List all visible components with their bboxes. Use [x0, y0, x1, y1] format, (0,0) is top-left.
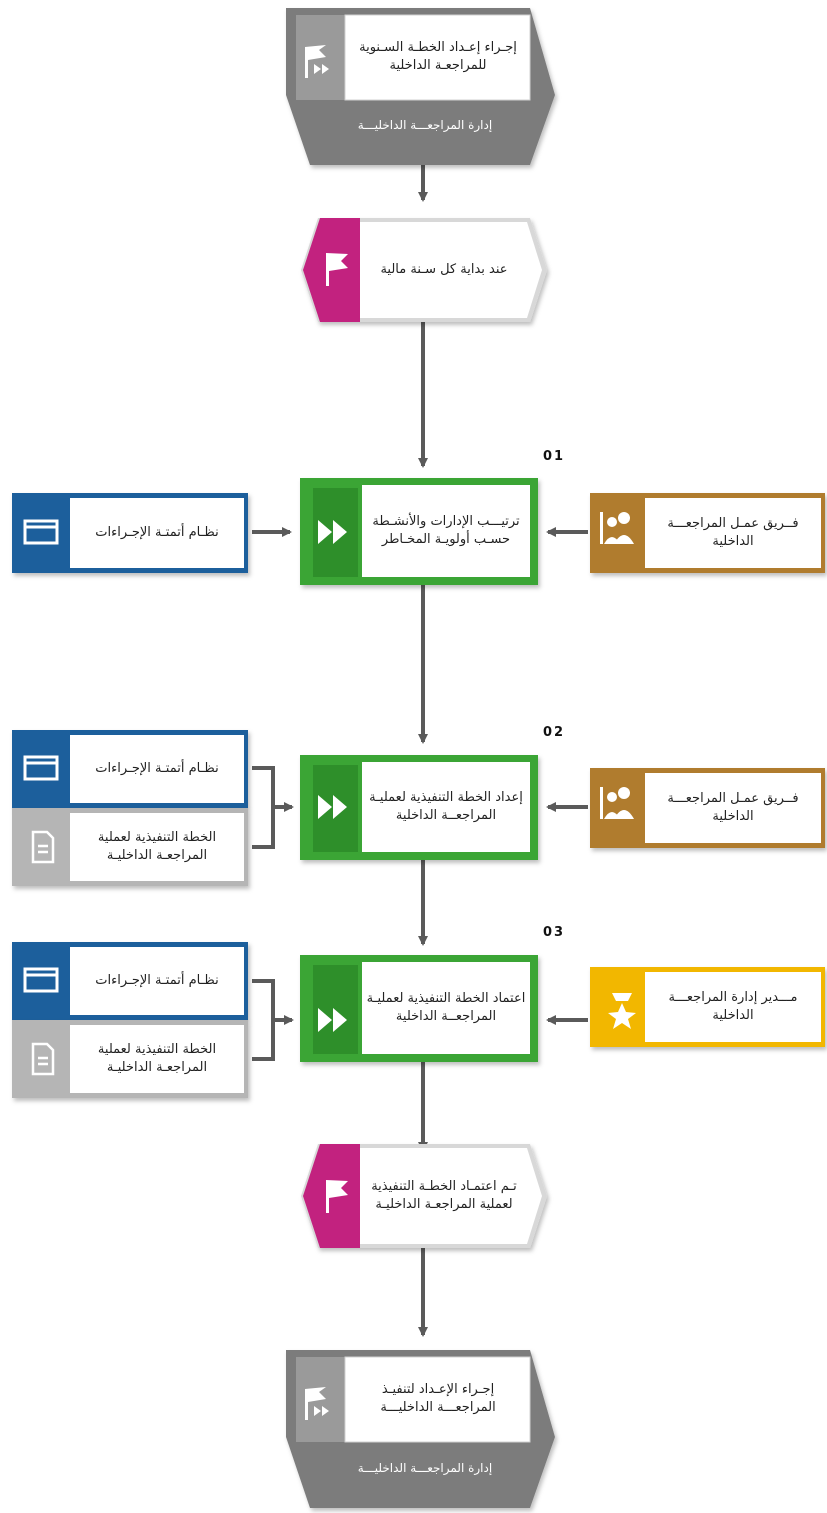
fast-forward-icon	[318, 795, 347, 819]
step1-number: 01	[543, 449, 566, 464]
event-end-shape	[301, 1144, 547, 1248]
fast-forward-icon	[318, 520, 347, 544]
process-end-shape	[286, 1350, 555, 1508]
step3-role-label: مـــدير إدارة المراجعـــة الداخلية	[668, 990, 798, 1023]
system2-shape	[12, 730, 248, 808]
step2-number: 02	[543, 725, 566, 740]
connector-inputs2-bracket	[252, 766, 275, 849]
manager-medal-icon	[608, 993, 636, 1029]
flag-icon	[326, 1180, 348, 1213]
connectors	[252, 165, 588, 1337]
step1-label: ترتيـــب الإدارات والأنشـطة حسـب أولويـة…	[372, 514, 520, 547]
document2-shape	[12, 808, 248, 886]
event-end-label: تـم اعتمـاد الخطـة التنفيذية لعملية المر…	[371, 1179, 517, 1212]
role3-shape	[590, 967, 825, 1047]
step1-system-label: نظـام أتمتـة الإجـراءات	[95, 525, 219, 540]
window-icon	[23, 967, 59, 993]
step2-document-label: الخطة التنفيذية لعملية المراجعـة الداخلي…	[97, 830, 217, 863]
flag-icon	[326, 253, 348, 286]
event-start-label: عند بداية كل سـنة مالية	[380, 262, 508, 277]
process-end-label: إجـراء الإعـداد لتنفيـذ المراجعـــة الدا…	[380, 1382, 496, 1415]
team-icon	[600, 787, 634, 819]
step3-document-label: الخطة التنفيذية لعملية المراجعـة الداخلي…	[97, 1042, 217, 1075]
document-icon	[31, 1042, 55, 1076]
process-start-department: إدارة المراجعـــة الداخليـــة	[357, 118, 493, 132]
team-icon	[600, 512, 634, 544]
system1-shape	[12, 493, 248, 573]
event-start-shape	[301, 218, 547, 322]
step3-system-label: نظـام أتمتـة الإجـراءات	[95, 973, 219, 988]
step2-system-label: نظـام أتمتـة الإجـراءات	[95, 761, 219, 776]
document3-shape	[12, 1020, 248, 1098]
process-start-shape	[286, 8, 555, 165]
window-icon	[23, 755, 59, 781]
process-end-department: إدارة المراجعـــة الداخليـــة	[357, 1461, 493, 1475]
system3-shape	[12, 942, 248, 1020]
document-icon	[31, 830, 55, 864]
step3-label: اعتماد الخطة التنفيذية لعمليـة المراجعــ…	[366, 991, 526, 1024]
role1-shape	[590, 493, 825, 573]
window-icon	[23, 519, 59, 545]
step1-function-shape	[300, 478, 538, 585]
role2-shape	[590, 768, 825, 848]
connector-inputs3-bracket	[252, 979, 275, 1061]
step2-role-label: فــريق عمـل المراجعـــة الداخلية	[667, 791, 799, 824]
fast-forward-icon	[318, 1008, 347, 1032]
process-icon	[305, 45, 329, 78]
step2-label: إعداد الخطة التنفيذية لعمليـة المراجعــة…	[369, 790, 523, 823]
step3-number: 03	[543, 925, 566, 940]
step3-function-shape	[300, 955, 538, 1062]
process-start-label: إجـراء إعـداد الخطـة السـنوية للمراجعـة …	[359, 40, 517, 73]
process-icon	[305, 1387, 329, 1420]
step1-role-label: فــريق عمـل المراجعـــة الداخلية	[667, 516, 799, 549]
